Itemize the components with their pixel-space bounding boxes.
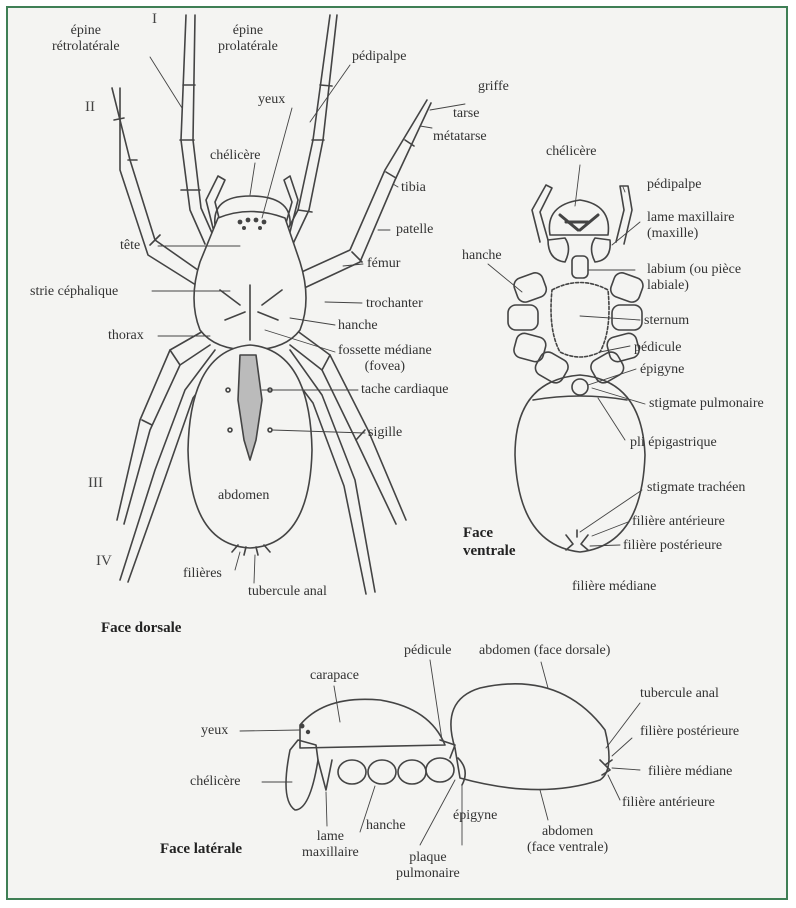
ventral-labium <box>572 256 588 278</box>
label-carapace: carapace <box>310 668 359 684</box>
label-hanche-lateral: hanche <box>366 818 406 834</box>
label-filieres: filières <box>183 566 222 582</box>
label-yeux-dorsal: yeux <box>258 92 285 108</box>
heading-face-ventrale: Face ventrale <box>463 524 515 560</box>
lateral-spinnerets <box>600 760 612 775</box>
label-lame-maxillaire-ventral: lame maxillaire (maxille) <box>647 210 734 242</box>
ventral-epigastric-fold <box>533 396 627 400</box>
label-filiere-anterieure-lateral: filière antérieure <box>622 795 715 811</box>
label-chelicere-lateral: chélicère <box>190 774 241 790</box>
heading-face-dorsale: Face dorsale <box>101 619 181 637</box>
lateral-coxae <box>338 758 454 784</box>
ventral-spider <box>508 185 645 552</box>
label-epine-prolaterale: épine prolatérale <box>218 23 278 55</box>
label-stigmate-tracheen: stigmate trachéen <box>647 480 745 496</box>
label-abdomen-face-ventrale: abdomen (face ventrale) <box>527 824 608 856</box>
label-thorax: thorax <box>108 328 144 344</box>
leg-label-1: I <box>152 11 157 28</box>
leg-label-3: III <box>88 475 103 492</box>
label-epigyne-lateral: épigyne <box>453 808 497 824</box>
lateral-carapace <box>300 699 445 748</box>
label-strie-cephalique: strie céphalique <box>30 284 118 300</box>
label-griffe: griffe <box>478 79 509 95</box>
label-tete: tête <box>120 238 140 254</box>
ventral-sternum <box>551 283 609 358</box>
label-sternum: sternum <box>644 313 689 329</box>
ventral-maxilla-left <box>548 238 569 262</box>
label-hanche-ventral: hanche <box>462 248 502 264</box>
label-femur: fémur <box>367 256 400 272</box>
label-abdomen-dorsal: abdomen <box>218 488 269 504</box>
label-sigille: sigille <box>368 425 402 441</box>
ventral-spinnerets <box>566 530 588 550</box>
label-pedicule-ventral: pédicule <box>634 340 681 356</box>
label-patelle: patelle <box>396 222 433 238</box>
ventral-maxilla-right <box>592 238 611 262</box>
label-filiere-posterieure-lateral: filière postérieure <box>640 724 739 740</box>
label-labium: labium (ou pièce labiale) <box>647 262 741 294</box>
dorsal-leg-1-left <box>180 15 216 244</box>
label-chelicere-dorsal: chélicère <box>210 148 261 164</box>
label-lame-maxillaire-lateral: lame maxillaire <box>302 829 359 861</box>
label-metatarse: métatarse <box>433 129 487 145</box>
leg-label-2: II <box>85 99 95 116</box>
label-plaque-pulmonaire: plaque pulmonaire <box>396 850 460 882</box>
label-pedipalpe-ventral: pédipalpe <box>647 177 701 193</box>
lateral-maxilla <box>318 760 332 790</box>
label-yeux-lateral: yeux <box>201 723 228 739</box>
label-filiere-posterieure-ventral: filière postérieure <box>623 538 722 554</box>
label-hanche-dorsal: hanche <box>338 318 378 334</box>
label-fossette-mediane: fossette médiane (fovea) <box>338 343 432 375</box>
label-trochanter: trochanter <box>366 296 423 312</box>
label-abdomen-face-dorsale: abdomen (face dorsale) <box>479 643 610 659</box>
lateral-abdomen <box>451 684 609 790</box>
label-tubercule-anal-lateral: tubercule anal <box>640 686 719 702</box>
ventral-epigyne <box>572 379 588 395</box>
ventral-coxae <box>508 271 645 386</box>
label-tibia: tibia <box>401 180 426 196</box>
lateral-eyes <box>300 724 311 735</box>
label-chelicere-ventral: chélicère <box>546 144 597 160</box>
label-filiere-anterieure-ventral: filière antérieure <box>632 514 725 530</box>
label-tubercule-anal-dorsal: tubercule anal <box>248 584 327 600</box>
ventral-fangs <box>560 215 598 230</box>
label-stigmate-pulmonaire: stigmate pulmonaire <box>649 396 764 412</box>
label-pli-epigastrique: pli épigastrique <box>630 435 717 451</box>
label-tarse: tarse <box>453 106 479 122</box>
label-filiere-mediane-ventral: filière médiane <box>572 579 656 595</box>
leg-label-4: IV <box>96 553 112 570</box>
ventral-abdomen <box>515 375 645 552</box>
label-epigyne-ventral: épigyne <box>640 362 684 378</box>
label-epine-retrolaterale: épine rétrolatérale <box>52 23 120 55</box>
label-pedicule-lateral: pédicule <box>404 643 451 659</box>
heading-face-laterale: Face latérale <box>160 840 242 858</box>
label-pedipalpe-dorsal: pédipalpe <box>352 49 406 65</box>
lateral-chelicera <box>286 740 318 810</box>
label-filiere-mediane-lateral: filière médiane <box>648 764 732 780</box>
label-tache-cardiaque: tache cardiaque <box>361 382 448 398</box>
